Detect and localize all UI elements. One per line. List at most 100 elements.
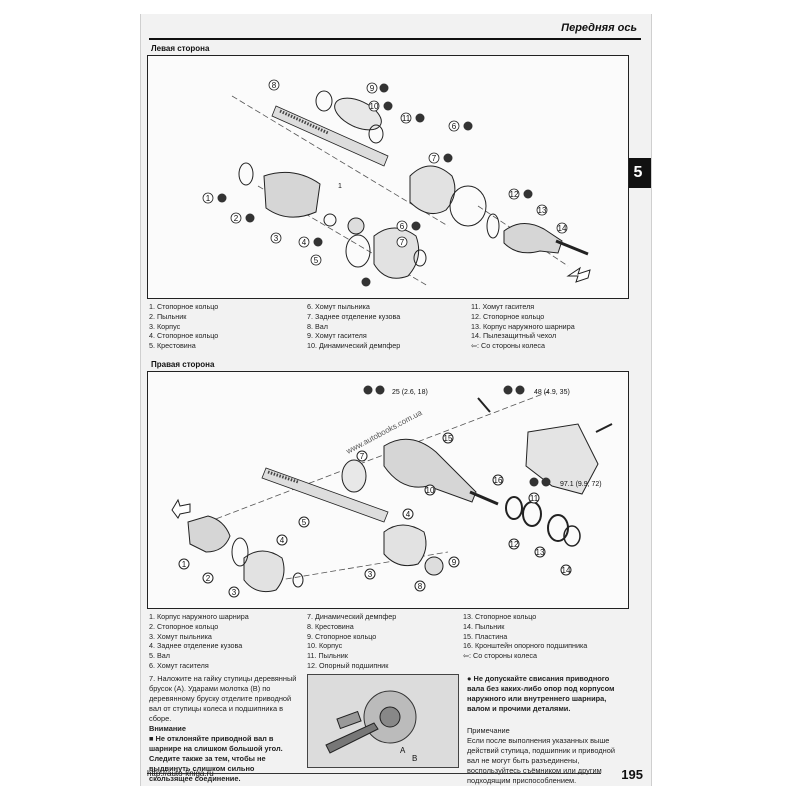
callout-14 bbox=[556, 222, 568, 234]
right-legend-col-2: 7. Динамический демпфер 8. Крестовина 9.… bbox=[307, 612, 396, 671]
legend-item: 12. Опорный подшипник bbox=[307, 660, 389, 670]
callout-3 bbox=[270, 232, 282, 244]
legend-item: 4. Заднее отделение кузова bbox=[149, 641, 243, 651]
legend-item: 13. Корпус наружного шарнира bbox=[471, 321, 575, 331]
torque-value-1: 25 (2.6, 18) bbox=[392, 389, 428, 396]
legend-item: 1. Корпус наружного шарнира bbox=[149, 612, 249, 621]
callout-label-6-top: 6 bbox=[452, 122, 457, 131]
left-section-title: Левая сторона bbox=[151, 44, 210, 53]
callout-8 bbox=[268, 79, 280, 91]
callout-label-16: 16 bbox=[494, 476, 503, 485]
legend-item: 1. Стопорное кольцо bbox=[149, 302, 219, 311]
photo-label-a: A bbox=[400, 746, 406, 755]
footer-rule bbox=[147, 773, 601, 774]
legend-item: 13. Стопорное кольцо bbox=[463, 612, 537, 621]
torque-value-3: 97.1 (9.9, 72) bbox=[560, 481, 602, 488]
legend-item: 4. Стопорное кольцо bbox=[149, 331, 219, 341]
callout-label-8: 8 bbox=[418, 582, 423, 591]
left-legend-col-1: 1. Стопорное кольцо 2. Пыльник 3. Корпус… bbox=[149, 302, 218, 351]
legend-item: ⇦: Со стороны колеса bbox=[463, 651, 537, 661]
callout-label-9: 9 bbox=[370, 84, 375, 93]
footer-url: http://auto-kniga.ru bbox=[147, 769, 214, 778]
callout-9 bbox=[366, 82, 378, 94]
callout-7 bbox=[396, 236, 408, 248]
warning-title: Внимание bbox=[149, 724, 186, 733]
callout-label-11: 11 bbox=[402, 114, 411, 123]
callout-label-7-top: 7 bbox=[432, 154, 437, 163]
callout-label-10: 10 bbox=[370, 102, 379, 111]
legend-item: 2. Пыльник bbox=[149, 311, 187, 321]
callout-label-4: 4 bbox=[280, 536, 285, 545]
callout-1 bbox=[202, 192, 214, 204]
left-legend-col-2: 6. Хомут пыльника 7. Заднее отделение ку… bbox=[307, 302, 400, 351]
callout-label-8: 8 bbox=[272, 81, 277, 90]
legend-item: 9. Стопорное кольцо bbox=[307, 631, 377, 641]
page-header-title: Передняя ось bbox=[561, 22, 637, 34]
callout-label-12: 12 bbox=[510, 190, 519, 199]
legend-item: 11. Хомут гасителя bbox=[471, 302, 535, 311]
callout-label-9: 9 bbox=[452, 558, 457, 567]
callout-label-4: 4 bbox=[302, 238, 307, 247]
left-side-exploded-diagram: 8 9 10 11 6 7 1 2 3 4 5 6 7 12 13 14 1 bbox=[147, 55, 629, 299]
legend-item: 15. Пластина bbox=[463, 631, 508, 641]
callout-label-7: 7 bbox=[400, 238, 405, 247]
callout-label-15: 15 bbox=[444, 434, 453, 443]
callout-7-top bbox=[428, 152, 440, 164]
callout-label-12: 12 bbox=[510, 540, 519, 549]
legend-item: 14. Пыльник bbox=[463, 621, 505, 631]
legend-item: 6. Хомут пыльника bbox=[307, 302, 370, 311]
callout-label-3: 3 bbox=[232, 588, 237, 597]
callout-label-14: 14 bbox=[558, 224, 567, 233]
legend-item: 16. Кронштейн опорного подшипника bbox=[463, 641, 588, 651]
right-legend-col-1: 1. Корпус наружного шарнира 2. Стопорное… bbox=[149, 612, 249, 671]
legend-item: 2. Стопорное кольцо bbox=[149, 621, 219, 631]
callout-label-2: 2 bbox=[206, 574, 211, 583]
step-7-text: 7. Наложите на гайку ступицы деревянный … bbox=[149, 674, 297, 723]
callout-label-6: 6 bbox=[400, 222, 405, 231]
note-text: Если после выполнения указанных выше дей… bbox=[467, 736, 615, 785]
legend-item: 5. Крестовина bbox=[149, 341, 196, 351]
legend-item: 11. Пыльник bbox=[307, 651, 348, 661]
torque-value-2: 48 (4.9, 35) bbox=[534, 389, 570, 396]
callout-2 bbox=[230, 212, 242, 224]
warning-text: ■ Не отклоняйте приводной вал в шарнире … bbox=[149, 734, 283, 783]
header-rule bbox=[149, 38, 641, 40]
hub-removal-photo: A B bbox=[307, 674, 459, 768]
hub-photo-svg: A B bbox=[308, 675, 458, 767]
callout-5 bbox=[310, 254, 322, 266]
note-title: Примечание bbox=[467, 726, 510, 735]
callout-label-13: 13 bbox=[538, 206, 547, 215]
legend-item: 8. Крестовина bbox=[307, 621, 354, 631]
legend-item: 9. Хомут гасителя bbox=[307, 331, 367, 341]
callout-label-3: 3 bbox=[274, 234, 279, 243]
legend-item: 14. Пылезащитный чехол bbox=[471, 331, 557, 341]
legend-item: 3. Корпус bbox=[149, 321, 181, 331]
right-diagram-svg: www.autobooks.com.ua 25 (2.6, 18) 48 (4.… bbox=[171, 385, 613, 598]
callout-label-5: 5 bbox=[302, 518, 307, 527]
right-section-title: Правая сторона bbox=[151, 360, 215, 369]
legend-item: 8. Вал bbox=[307, 321, 328, 331]
legend-item: 12. Стопорное кольцо bbox=[471, 311, 545, 321]
legend-item: 3. Хомут пыльника bbox=[149, 631, 212, 641]
callout-label-10: 10 bbox=[426, 486, 435, 495]
callout-label-14: 14 bbox=[562, 566, 571, 575]
legend-item: 10. Динамический демпфер bbox=[307, 341, 401, 351]
page-number: 195 bbox=[621, 767, 643, 782]
left-diagram-svg: 8 9 10 11 6 7 1 2 3 4 5 6 7 12 13 14 1 bbox=[202, 79, 591, 287]
callout-12 bbox=[508, 188, 520, 200]
legend-item: 10. Корпус bbox=[307, 641, 343, 651]
right-side-exploded-diagram: www.autobooks.com.ua 25 (2.6, 18) 48 (4.… bbox=[147, 371, 629, 609]
callout-label-3b: 3 bbox=[368, 570, 373, 579]
support-warning: ● Не допускайте свисания приводного вала… bbox=[467, 674, 615, 713]
right-legend-col-3: 13. Стопорное кольцо 14. Пыльник 15. Пла… bbox=[463, 612, 587, 661]
left-legend-col-3: 11. Хомут гасителя 12. Стопорное кольцо … bbox=[471, 302, 575, 351]
callout-6 bbox=[396, 220, 408, 232]
callout-label-7: 7 bbox=[360, 452, 365, 461]
callout-13 bbox=[536, 204, 548, 216]
callout-4 bbox=[298, 236, 310, 248]
page-header: Передняя ось bbox=[149, 20, 641, 40]
callout-6-top bbox=[448, 120, 460, 132]
legend-item: 6. Хомут гасителя bbox=[149, 660, 209, 670]
callout-10 bbox=[368, 100, 380, 112]
callout-label-13: 13 bbox=[536, 548, 545, 557]
